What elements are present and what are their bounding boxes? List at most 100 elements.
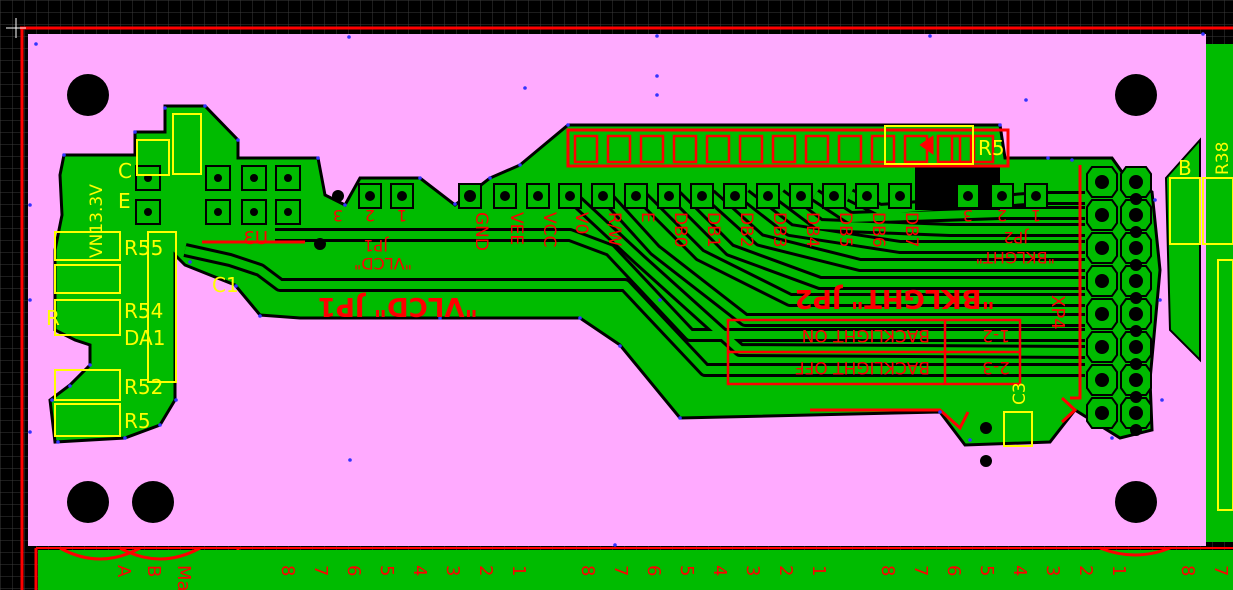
drc-marker xyxy=(123,436,127,440)
cursor-crosshair xyxy=(6,18,26,38)
xp4-pad-hole xyxy=(1129,373,1143,387)
resistor-cell xyxy=(804,134,830,164)
header-pin-label: E xyxy=(637,212,657,223)
bottom-pin-number: 6 xyxy=(643,565,664,576)
bottom-left-label: B xyxy=(143,565,164,577)
header-pad-hole xyxy=(730,191,740,201)
jp2-small-value: "BKLGHT" xyxy=(976,248,1055,267)
label-c1: C1 xyxy=(212,273,239,297)
bottom-pin-number: 2 xyxy=(1075,565,1096,576)
smd-pad-hole xyxy=(144,208,152,216)
label-r55: R55 xyxy=(124,236,163,260)
drc-marker xyxy=(68,384,72,388)
red-u3: U3 xyxy=(243,228,268,249)
jp2-pad-hole xyxy=(1031,191,1041,201)
jp1-pin-label: 2 xyxy=(365,206,375,225)
label-u3: U3 xyxy=(243,228,268,249)
mounting-hole xyxy=(67,74,109,116)
drc-marker xyxy=(488,176,492,180)
resistor-cell xyxy=(870,134,896,164)
bottom-pin-number: 6 xyxy=(943,565,964,576)
smd-pad-hole xyxy=(284,208,292,216)
drc-marker xyxy=(28,298,32,302)
drc-marker xyxy=(133,130,137,134)
drc-marker xyxy=(158,423,162,427)
bottom-pin-number: 3 xyxy=(442,565,463,576)
bottom-left-label: Ma xyxy=(173,565,194,590)
via xyxy=(464,190,476,202)
drc-marker xyxy=(678,416,682,420)
bottom-pin-number: 6 xyxy=(343,565,364,576)
jp1-pin-label: 1 xyxy=(397,206,407,225)
header-pin-label: DB3 xyxy=(769,212,789,248)
header-pin-label: DB4 xyxy=(802,212,822,248)
drc-marker xyxy=(88,363,92,367)
drc-marker xyxy=(188,260,192,264)
header-pin-label: DB5 xyxy=(835,212,855,248)
drc-marker xyxy=(28,430,32,434)
bottom-pin-number: 3 xyxy=(1042,565,1063,576)
bottom-pin-number: 7 xyxy=(310,565,331,576)
left-pads xyxy=(135,165,301,225)
header-pad-hole xyxy=(565,191,575,201)
mounting-holes xyxy=(67,74,1157,523)
bottom-pin-number: 5 xyxy=(376,565,397,576)
drc-marker xyxy=(1110,436,1114,440)
drc-marker xyxy=(578,316,582,320)
xp4-pad-hole xyxy=(1129,241,1143,255)
label-r52: R52 xyxy=(124,375,163,399)
jp1-big: "VLCD" JP1 xyxy=(318,291,478,321)
resistor-cell xyxy=(606,134,632,164)
xp4-hole xyxy=(1130,325,1142,337)
drc-marker xyxy=(655,34,659,38)
via xyxy=(1096,407,1108,419)
via xyxy=(314,238,326,250)
bottom-pin-number: 3 xyxy=(742,565,763,576)
bottom-pin-number: 1 xyxy=(508,565,529,576)
jp1-pad-hole xyxy=(397,191,407,201)
drc-marker xyxy=(1070,158,1074,162)
bottom-pin-number: 5 xyxy=(976,565,997,576)
resistor-array xyxy=(566,128,1010,168)
backlight-on-text: BACKLIGHT ON xyxy=(802,325,930,345)
drc-marker xyxy=(968,438,972,442)
copper-right-blob xyxy=(1164,137,1201,363)
xp4-pad-hole xyxy=(1095,241,1109,255)
bottom-pin-number: 7 xyxy=(910,565,931,576)
drc-marker xyxy=(348,458,352,462)
smd-pad-hole xyxy=(214,174,222,182)
mirrored-labels: JP1 "VLCD" "VLCD" JP1 JP2 "BKLGHT" "BKLG… xyxy=(318,228,1068,377)
resistor-cell xyxy=(837,134,863,164)
resistor-cell xyxy=(738,134,764,164)
jp2-pin-label: 3 xyxy=(963,206,973,225)
backlight-on-pins: 1-2 xyxy=(982,325,1010,345)
drc-marker xyxy=(343,203,347,207)
drc-marker xyxy=(655,74,659,78)
xp4-pad-hole xyxy=(1095,208,1109,222)
smd-pad-hole xyxy=(250,174,258,182)
silkscreen-outlines xyxy=(54,113,1233,511)
mounting-hole xyxy=(67,481,109,523)
header-pin-label: VCC xyxy=(539,212,559,247)
label-c3: C3 xyxy=(1010,382,1030,405)
drc-marker xyxy=(613,543,617,547)
drc-marker xyxy=(258,314,262,318)
smd-pad-hole xyxy=(250,208,258,216)
resistor-cell xyxy=(936,134,962,164)
drc-marker xyxy=(236,138,240,142)
resistor-cell xyxy=(672,134,698,164)
header-pad-hole xyxy=(697,191,707,201)
header-pin-label: GND xyxy=(471,212,491,251)
xp4-pad-hole xyxy=(1129,208,1143,222)
drc-marker xyxy=(1160,398,1164,402)
drc-marker xyxy=(174,398,178,402)
mounting-hole xyxy=(1115,481,1157,523)
label-r5-top: R5 xyxy=(978,136,1005,160)
jp2-pin-label: 1 xyxy=(1031,206,1041,225)
bottom-pin-number: 2 xyxy=(475,565,496,576)
header-pad-hole xyxy=(763,191,773,201)
